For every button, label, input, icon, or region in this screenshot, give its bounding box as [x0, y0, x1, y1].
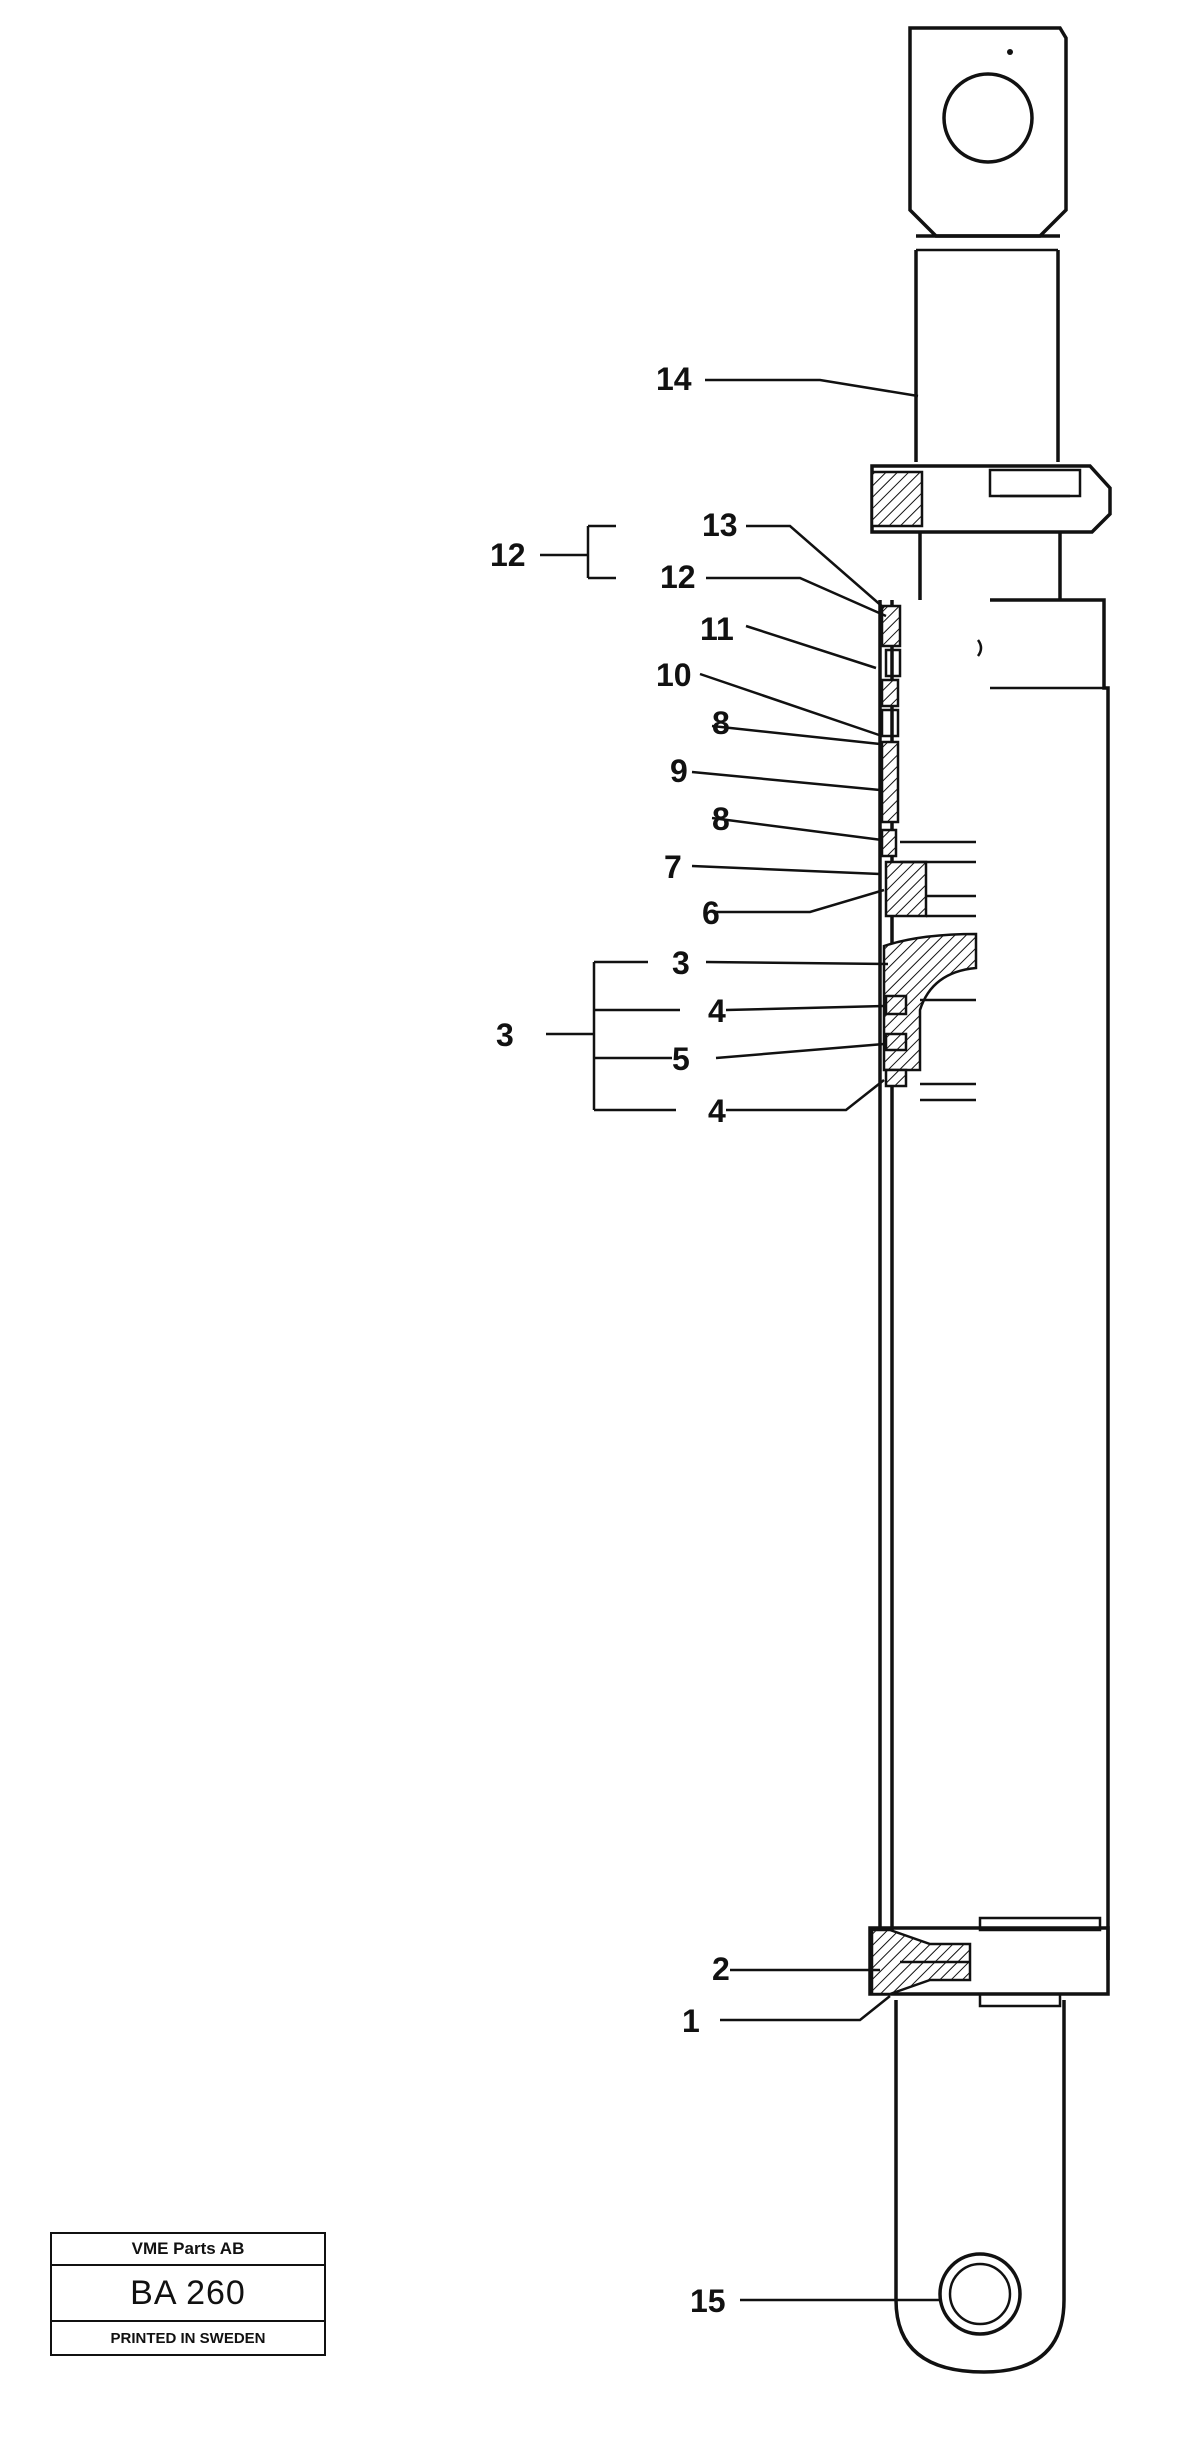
- parts-catalog-stamp: VME Parts AB BA 260 PRINTED IN SWEDEN: [50, 2232, 326, 2356]
- leader-lines: [540, 378, 940, 2302]
- callout-12: 12: [660, 559, 696, 595]
- callout-1: 1: [682, 2003, 700, 2039]
- callout-14: 14: [656, 361, 692, 397]
- rod-eye-bottom: [894, 2000, 1066, 2374]
- stamp-footer: PRINTED IN SWEDEN: [110, 2330, 266, 2347]
- callout-labels: 14 13 12 12 11 10 8 9 8 7 6 3 3 4 5 4 2 …: [490, 361, 738, 2319]
- callout-3: 3: [672, 945, 690, 981]
- callout-11: 11: [700, 611, 734, 647]
- callout-2: 2: [712, 1951, 730, 1987]
- callout-8-lower: 8: [712, 801, 730, 837]
- stamp-company: VME Parts AB: [52, 2234, 324, 2266]
- callout-5: 5: [672, 1041, 690, 1077]
- cylinder-head-nut: [870, 464, 1112, 534]
- callout-15: 15: [690, 2283, 726, 2319]
- callout-4-upper: 4: [708, 993, 726, 1029]
- stamp-code: BA 260: [52, 2266, 324, 2322]
- callout-4-lower: 4: [708, 1093, 726, 1129]
- head-seal-stack: [880, 604, 976, 918]
- cylinder-tube: [878, 598, 1110, 1960]
- callout-3-group: 3: [496, 1017, 514, 1053]
- callout-8-upper: 8: [712, 705, 730, 741]
- callout-6: 6: [702, 895, 720, 931]
- piston: [882, 932, 978, 1102]
- callout-12-group: 12: [490, 537, 526, 573]
- rod-eye-top: [908, 26, 1068, 238]
- callout-9: 9: [670, 753, 688, 789]
- callout-13: 13: [702, 507, 738, 543]
- callout-7: 7: [664, 849, 682, 885]
- callout-10: 10: [656, 657, 692, 693]
- piston-rod: [914, 234, 1062, 600]
- cylinder-bottom-cap: [868, 1916, 1110, 2008]
